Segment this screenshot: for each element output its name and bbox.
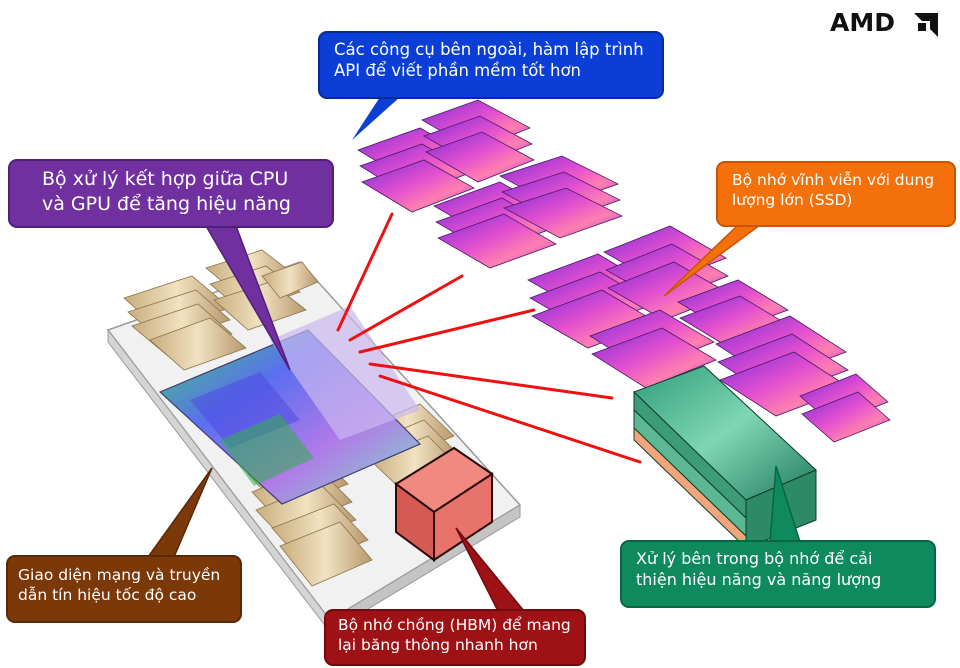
callout-ssd-line2: lượng lớn (SSD) (732, 191, 853, 210)
hbm-pointer (455, 527, 526, 612)
callout-cpu-gpu-processor: Bộ xử lý kết hợp giữa CPU và GPU để tăng… (8, 159, 334, 228)
callout-software-tools: Các công cụ bên ngoài, hàm lập trình API… (318, 31, 664, 99)
hbm-stack (394, 446, 494, 562)
callout-tools-line1: Các công cụ bên ngoài, hàm lập trình (334, 40, 644, 59)
callout-processing-in-memory: Xử lý bên trong bộ nhớ để cải thiện hiệu… (620, 540, 936, 608)
ssd-chip-stacks (357, 99, 891, 443)
amd-logo-text: AMD (830, 8, 895, 37)
callout-hbm-line1: Bộ nhớ chồng (HBM) để mang (338, 616, 571, 634)
callout-ssd-storage: Bộ nhớ vĩnh viễn với dung lượng lớn (SSD… (716, 161, 956, 227)
network-pointer (146, 467, 213, 558)
callout-network-line1: Giao diện mạng và truyền (18, 566, 221, 584)
callout-network-interface: Giao diện mạng và truyền dẫn tín hiệu tố… (6, 555, 242, 623)
callout-pim-line1: Xử lý bên trong bộ nhớ để cải (636, 549, 873, 568)
amd-arrow-icon (914, 13, 938, 37)
callout-pim-line2: thiện hiệu năng và năng lượng (636, 569, 882, 589)
link-lines (336, 212, 642, 464)
cpu-gpu-die (158, 306, 422, 505)
tools-pointer (352, 97, 400, 140)
pim-stack (633, 365, 817, 550)
callout-processor-line1: Bộ xử lý kết hợp giữa CPU (42, 168, 289, 190)
callout-processor-line2: và GPU để tăng hiệu năng (42, 192, 291, 215)
callout-ssd-line1: Bộ nhớ vĩnh viễn với dung (732, 171, 935, 189)
callout-hbm-memory: Bộ nhớ chồng (HBM) để mang lại băng thôn… (324, 609, 586, 666)
callout-hbm-line2: lại băng thông nhanh hơn (338, 636, 538, 655)
callout-tools-line2: API để viết phần mềm tốt hơn (334, 61, 582, 81)
callout-network-line2: dẫn tín hiệu tốc độ cao (18, 586, 197, 605)
amd-logo: AMD (830, 8, 942, 42)
